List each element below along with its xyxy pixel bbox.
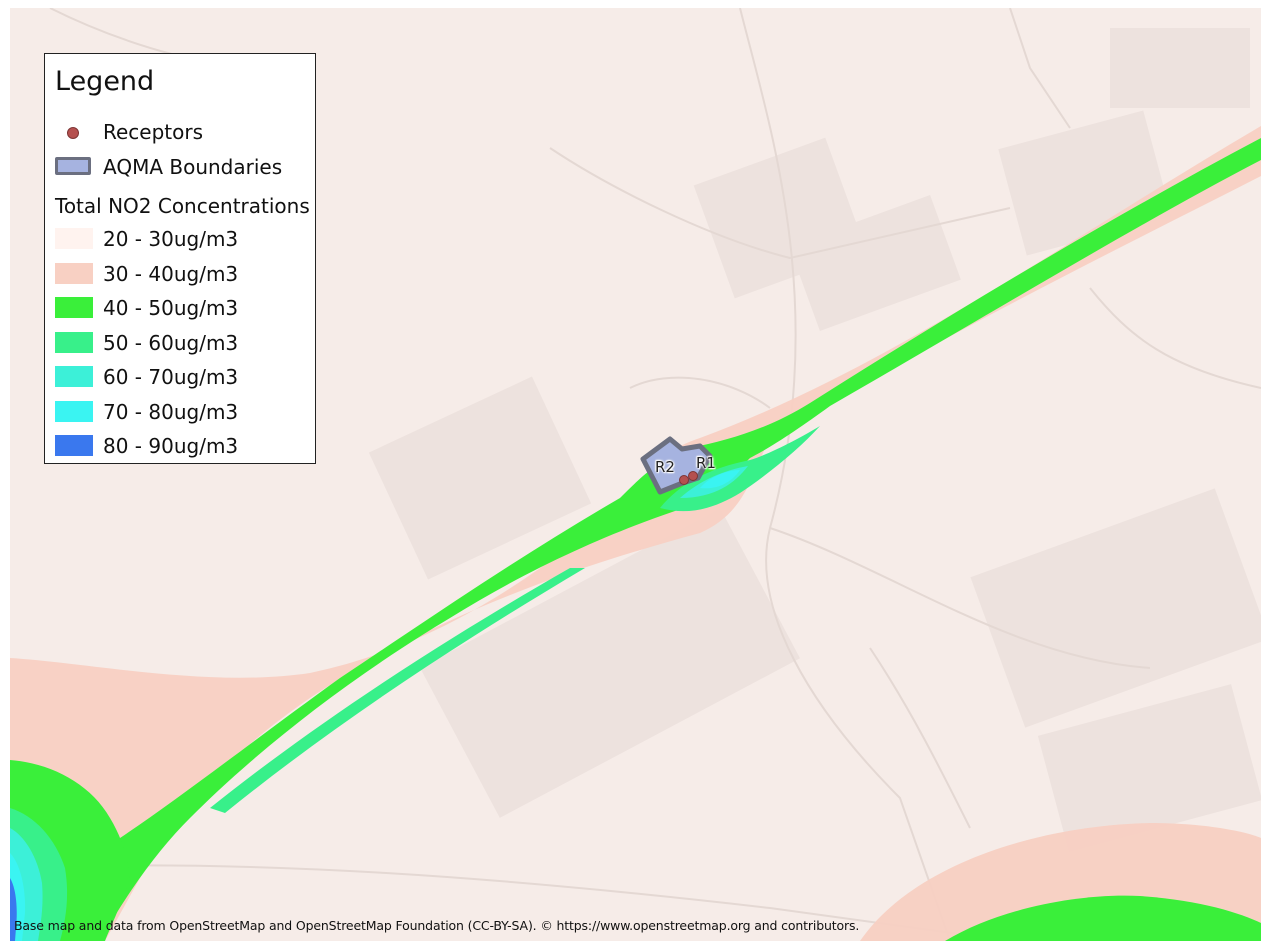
legend-swatch: [55, 366, 93, 387]
legend-label: 80 - 90ug/m3: [103, 434, 239, 458]
legend-label: 40 - 50ug/m3: [103, 296, 239, 320]
legend-swatch: [55, 228, 93, 249]
receptor-label-r1: R1: [696, 454, 716, 472]
legend-swatch: [55, 331, 93, 353]
legend-label: 70 - 80ug/m3: [103, 399, 239, 424]
legend-item-aqma: AQMA Boundaries: [55, 154, 282, 180]
receptor-markers[interactable]: [679, 471, 698, 485]
legend-swatch: [55, 400, 93, 422]
legend-label: AQMA Boundaries: [103, 155, 283, 179]
legend-item-class: 40 - 50ug/m3: [55, 295, 238, 321]
legend-item-class: 80 - 90ug/m3: [55, 433, 238, 459]
legend-title: Legend: [55, 66, 155, 97]
legend-item-class: 30 - 40ug/m3: [55, 261, 238, 287]
basemap-roads: [10, 8, 1261, 941]
legend-swatch: [55, 262, 93, 284]
legend-label: 20 - 30ug/m3: [103, 227, 239, 251]
receptor-dot-icon: [67, 127, 79, 139]
aqma-polygon-icon: [55, 157, 91, 175]
map-legend: Legend Receptors AQMA Boundaries Total N…: [44, 53, 316, 464]
legend-label: Receptors: [103, 120, 204, 144]
no2-80-90-area: [10, 878, 17, 941]
legend-group-title: Total NO2 Concentrations: [55, 194, 310, 218]
map-svg: [10, 8, 1261, 941]
legend-item-class: 50 - 60ug/m3: [55, 330, 238, 356]
map-attribution: Base map and data from OpenStreetMap and…: [14, 918, 860, 933]
legend-item-class: 20 - 30ug/m3: [55, 226, 238, 252]
legend-item-receptors: Receptors: [55, 119, 203, 145]
legend-swatch: [55, 297, 93, 318]
basemap-features: [368, 28, 1261, 852]
receptor-label-r2: R2: [655, 458, 675, 476]
legend-item-class: 60 - 70ug/m3: [55, 364, 238, 390]
legend-label: 30 - 40ug/m3: [103, 261, 239, 286]
receptor-r1-marker[interactable]: [688, 471, 698, 481]
legend-item-class: 70 - 80ug/m3: [55, 399, 238, 425]
map-canvas[interactable]: R2 R1: [10, 8, 1261, 941]
receptor-r2-marker[interactable]: [679, 475, 689, 485]
legend-label: 50 - 60ug/m3: [103, 330, 239, 355]
legend-swatch: [55, 435, 93, 456]
legend-label: 60 - 70ug/m3: [103, 365, 239, 389]
